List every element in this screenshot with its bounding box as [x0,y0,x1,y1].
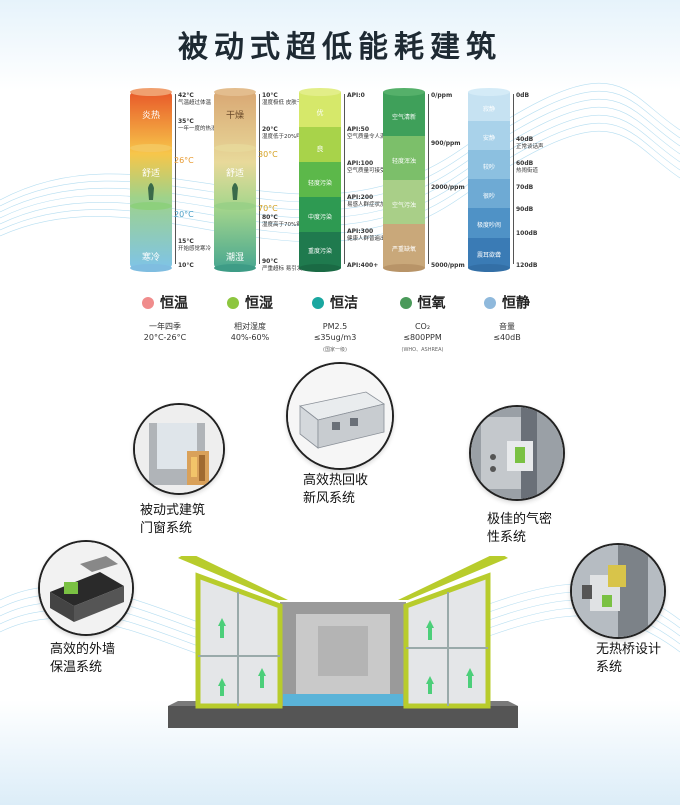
scale-tick: API:0 [347,92,365,99]
band-label: 寒冷 [141,253,160,263]
band-label: 优 [316,109,324,117]
band-label: 舒适 [225,169,244,179]
band-label: 舒适 [141,169,160,179]
humidity-cylinder [214,88,256,272]
window-system-bubble [133,403,225,495]
legend-dot [484,296,496,309]
co2-column: 空气清新 轻度浑浊 空气污浊 严重缺氧 0/ppm 900/ppm 2000/p… [381,88,465,277]
thermal-bridge-bubble [570,543,666,639]
band-label: 极度吵闹 [476,222,501,229]
band-label: 干燥 [225,111,244,121]
wall-insulation-caption: 高效的外墙保温系统 [50,642,116,675]
band-label: 空气清新 [391,114,416,121]
band-label: 较吵 [482,164,495,171]
scale-tick: 90dB [516,206,534,213]
band-label: 很吵 [482,193,495,200]
legend-dot [312,296,324,309]
hrv-system-caption: 高效热回收新风系统 [303,473,369,506]
building-cross-section [168,556,518,728]
scale-tick: 2000/ppm [431,184,465,191]
legend-constant-oxygen: 恒氧 CO₂≤800PPM(WHO、ASHREA) [375,292,470,354]
legend-dot [142,296,154,309]
band-label: 安静 [482,135,495,142]
hrv-system-bubble [286,362,394,470]
hrv-unit-icon [288,364,392,468]
thermal-bridge-icon [572,545,664,637]
temperature-cylinder [130,88,172,272]
band-label: 重度污染 [307,248,332,255]
band-label: 中度污染 [307,214,332,221]
band-label: 良 [316,145,324,153]
airtight-system-caption: 极佳的气密性系统 [487,512,553,545]
noise-cylinder [468,88,510,272]
airtight-wall-icon [471,407,563,499]
air-quality-cylinder [299,88,341,272]
band-label: 轻度污染 [307,180,332,187]
band-label: 震耳欲聋 [476,252,501,259]
person-icon [232,183,238,200]
insulation-layer-icon [40,542,132,634]
scale-tick: 10°C [178,262,194,269]
scale-tick: 70dB [516,184,534,191]
co2-cylinder [383,88,425,272]
airtight-system-bubble [469,405,565,501]
scale-tick: 5000/ppm [431,262,465,269]
band-label: 寂静 [482,106,495,113]
band-label: 严重缺氧 [391,246,416,253]
legend-dot [227,296,239,309]
comfort-marker: 26°C [174,156,194,165]
comfort-marker: 20°C [174,210,194,219]
band-label: 潮湿 [225,253,244,263]
band-label: 炎热 [141,111,160,121]
scale-tick: 100dB [516,230,538,237]
scale-tick: 120dB [516,262,538,269]
page-title: 被动式超低能耗建筑 [178,30,502,65]
window-system-caption: 被动式建筑门窗系统 [140,503,206,536]
scale-tick: API:400+ [347,262,379,269]
window-frame-icon [135,405,223,493]
legend-constant-quiet: 恒静 音量≤40dB [462,292,552,343]
scale-tick: 0dB [516,92,530,99]
band-label: 空气污浊 [391,202,416,209]
scale-tick: 900/ppm [431,140,461,147]
scale-tick: 0/ppm [431,92,453,99]
band-label: 轻度浑浊 [391,158,416,165]
legend-constant-clean: 恒洁 PM2.5≤35ug/m3(国家一级) [312,295,358,353]
thermal-bridge-caption: 无热桥设计系统 [596,642,662,675]
comfort-marker: 70°C [258,204,278,213]
comfort-marker: 30°C [258,150,278,159]
person-icon [148,183,154,200]
legend-dot [399,296,412,309]
wall-insulation-bubble [38,540,134,636]
